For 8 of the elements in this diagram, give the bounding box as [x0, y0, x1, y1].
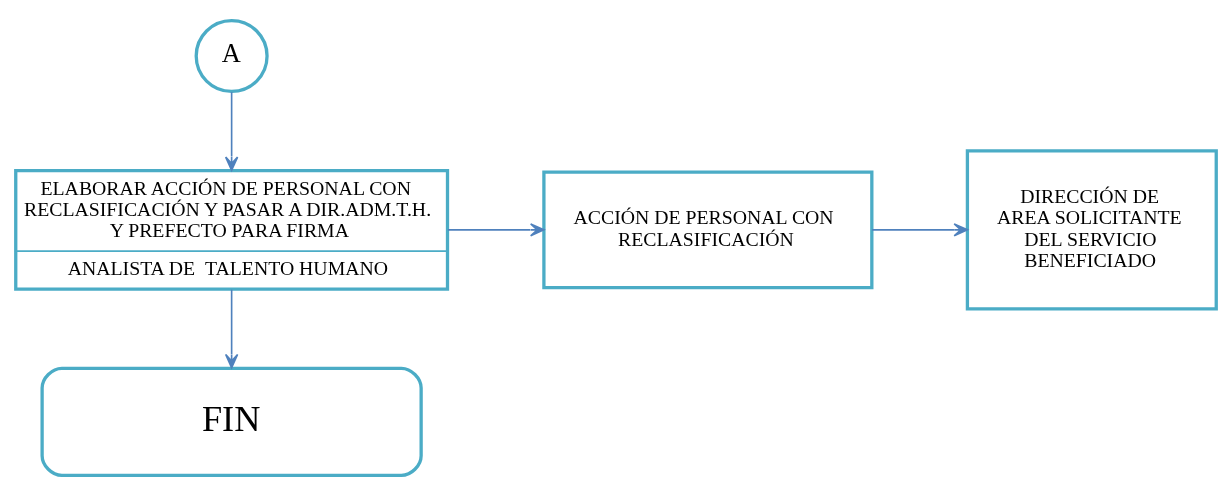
arrow: [871, 222, 969, 237]
arrow: [447, 222, 545, 237]
node-box: FIN: [40, 366, 423, 477]
arrow: [224, 288, 239, 369]
node-circle: A: [194, 18, 269, 93]
node-box: DIRECCIÓN DE AREA SOLICITANTE DEL SERVICIO BENEFICIADO: [965, 148, 1218, 311]
node-box: ACCIÓN DE PERSONAL CON RECLASIFICACIÓN: [542, 170, 874, 289]
arrow: [224, 90, 239, 171]
